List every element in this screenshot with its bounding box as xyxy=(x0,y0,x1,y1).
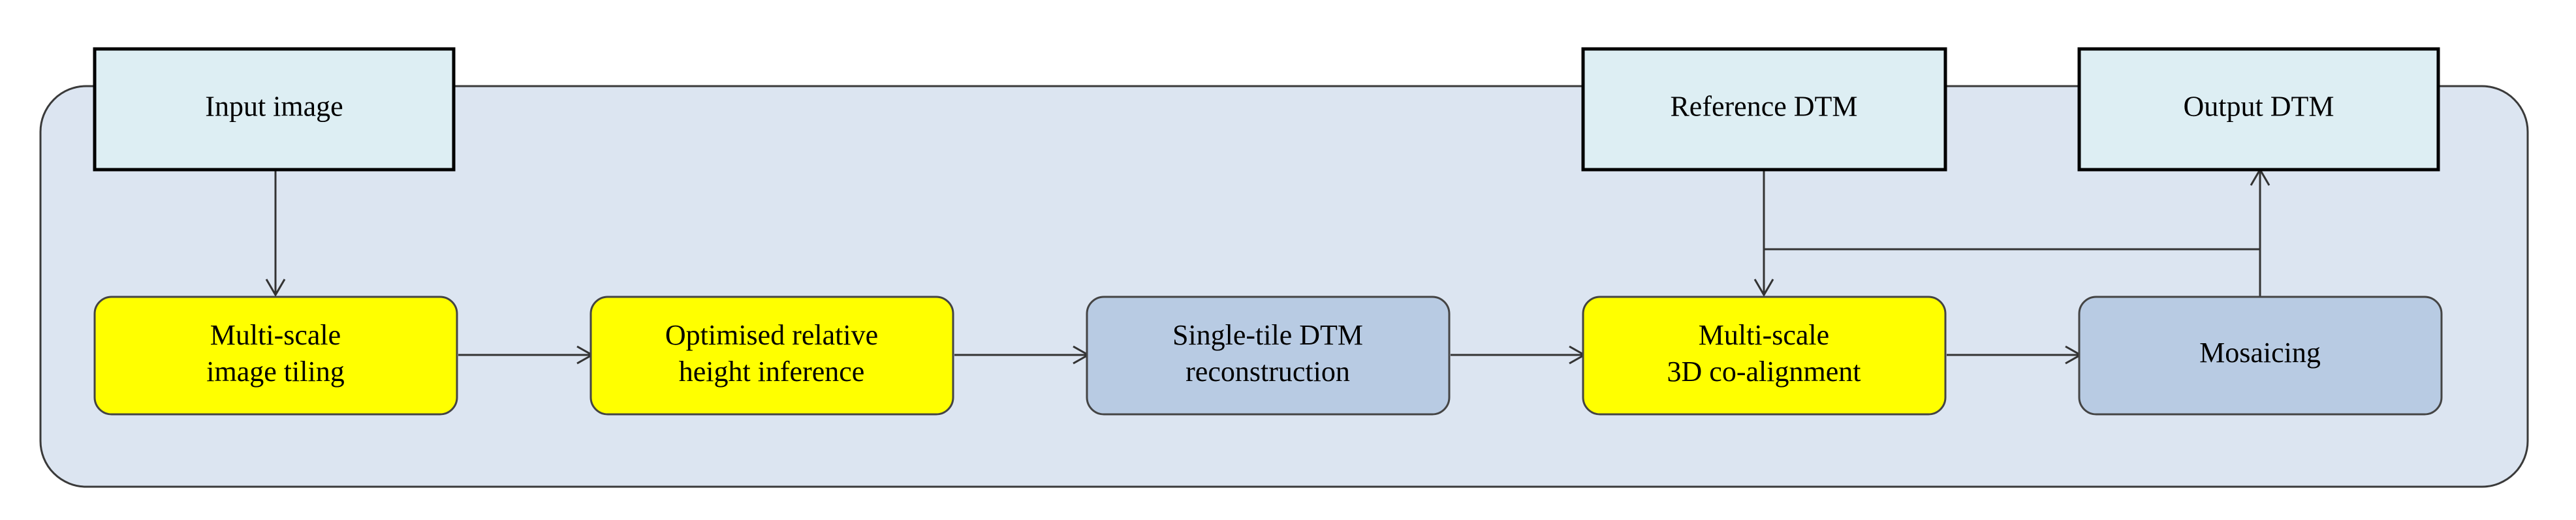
output-dtm-label: Output DTM xyxy=(2184,91,2334,123)
step-3d-coalignment: Multi-scale 3D co-alignment xyxy=(1582,296,1947,416)
step-mosaicing-label: Mosaicing xyxy=(2199,337,2321,369)
step-height-inference: Optimised relative height inference xyxy=(589,296,954,416)
arrowhead-reference-to-coalignment xyxy=(1753,279,1774,297)
step-dtm-reconstruction: Single-tile DTM reconstruction xyxy=(1086,296,1451,416)
step-3d-coalignment-line2: 3D co-alignment xyxy=(1667,356,1861,388)
step-height-inference-line1: Optimised relative xyxy=(665,319,878,351)
step-image-tiling: Multi-scale image tiling xyxy=(93,296,458,416)
output-dtm-box: Output DTM xyxy=(2077,47,2440,172)
step-3d-coalignment-line1: Multi-scale xyxy=(1699,319,1829,351)
step-height-inference-line2: height inference xyxy=(679,356,865,388)
reference-dtm-label: Reference DTM xyxy=(1670,91,1857,123)
arrowhead-input-to-tiling xyxy=(265,279,286,297)
step-image-tiling-line2: image tiling xyxy=(206,356,344,388)
reference-dtm-box: Reference DTM xyxy=(1581,47,1947,172)
input-image-label: Input image xyxy=(205,91,343,123)
input-image-box: Input image xyxy=(93,47,456,172)
step-dtm-reconstruction-line1: Single-tile DTM xyxy=(1172,319,1363,351)
step-mosaicing: Mosaicing xyxy=(2078,296,2443,416)
step-dtm-reconstruction-line2: reconstruction xyxy=(1186,356,1350,388)
step-image-tiling-line1: Multi-scale xyxy=(210,319,341,351)
